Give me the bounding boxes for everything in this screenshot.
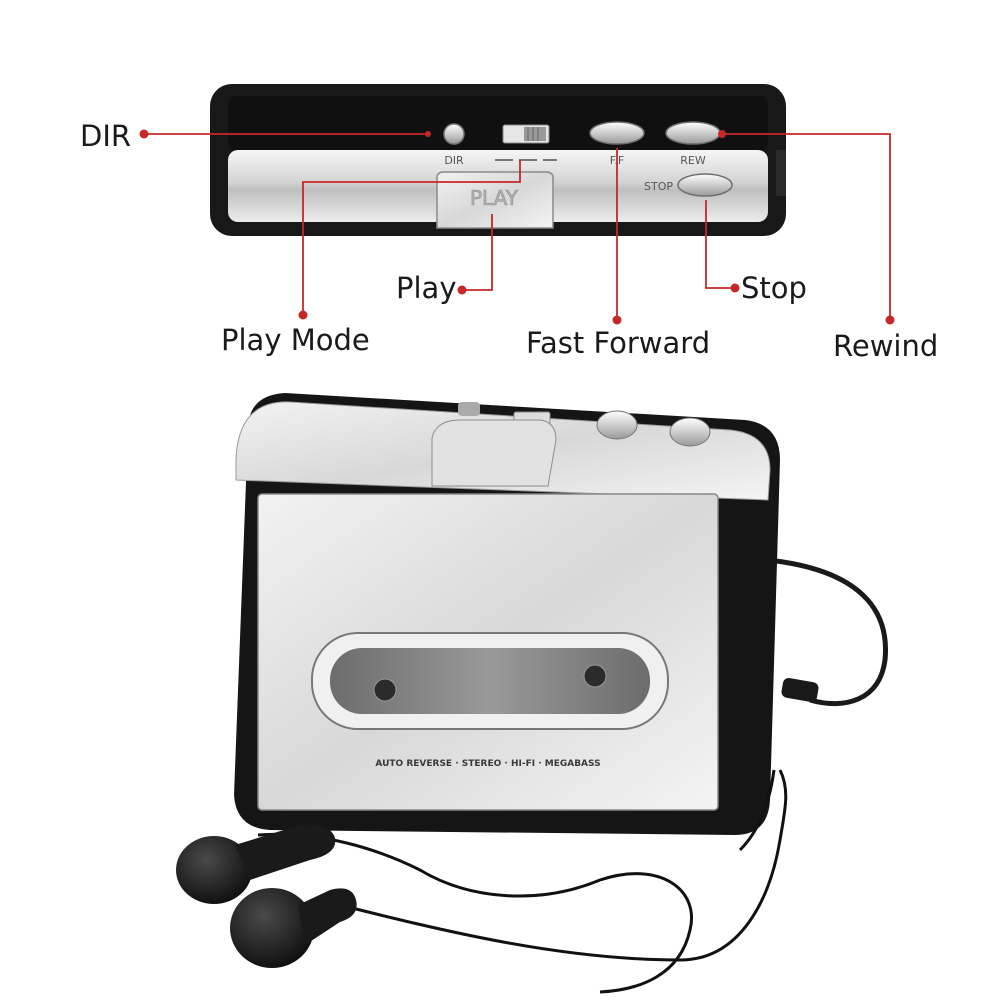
- cassette-tape-icon: [330, 648, 650, 714]
- left-earbud-stem-icon: [235, 824, 336, 880]
- top-view-player: DIR F.F REW STOP PLAY: [210, 84, 786, 236]
- rewind-callout-line: [722, 133, 891, 320]
- front-view-player: AUTO REVERSE · STEREO · HI-FI · MEGABASS: [234, 393, 889, 835]
- dir-button-icon: [443, 123, 465, 145]
- label-play-mode: Play Mode: [221, 323, 370, 357]
- play-mode-callout-line: [302, 160, 521, 315]
- callout-lines: [144, 133, 891, 320]
- cable-plug-icon: [781, 677, 819, 703]
- front-dir-button-icon: [458, 402, 480, 416]
- rewind-button-icon: [665, 121, 721, 145]
- front-features-print: AUTO REVERSE · STEREO · HI-FI · MEGABASS: [375, 759, 600, 769]
- right-earbud-stem-icon: [298, 888, 357, 945]
- label-stop: Stop: [741, 271, 807, 305]
- fast-forward-button-icon: [589, 121, 645, 145]
- callout-dots: [139, 129, 895, 325]
- play-key-print: PLAY: [470, 186, 519, 210]
- stop-callout-line: [705, 200, 735, 289]
- label-fast-forward: Fast Forward: [526, 326, 710, 360]
- label-dir: DIR: [80, 119, 131, 153]
- play-key-icon: [436, 171, 554, 229]
- play-callout-line: [462, 214, 493, 291]
- front-ff-button-icon: [596, 410, 638, 440]
- front-rew-button-icon: [669, 417, 711, 447]
- front-play-key-icon: [431, 419, 557, 487]
- label-play: Play: [396, 271, 456, 305]
- label-rewind: Rewind: [833, 329, 938, 363]
- top-rew-print: REW: [680, 154, 706, 167]
- earphone-cable-right: [339, 769, 788, 962]
- line-in-cable: [767, 557, 889, 707]
- top-dir-print: DIR: [444, 154, 464, 167]
- top-stop-print: STOP: [644, 180, 673, 193]
- left-earbud-icon: [176, 836, 252, 904]
- earphones: [176, 769, 788, 994]
- earphone-cable-left: [257, 832, 693, 994]
- right-earbud-icon: [230, 888, 314, 968]
- stop-button-icon: [677, 173, 733, 197]
